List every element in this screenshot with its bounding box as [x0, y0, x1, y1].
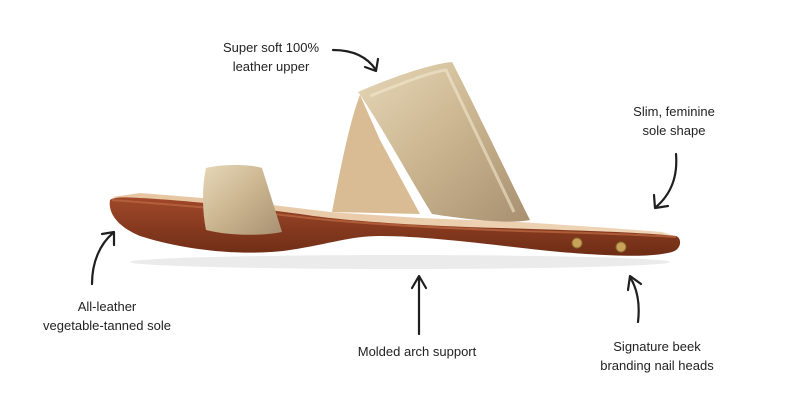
callout-sole-shape-line2: sole shape	[642, 123, 706, 138]
ground-shadow	[130, 255, 670, 269]
callout-arch-line1: Molded arch support	[357, 344, 477, 359]
callout-tanned-sole-line1: All-leather	[77, 299, 137, 314]
nail-head	[571, 237, 583, 249]
arrow-tanned-sole	[90, 230, 116, 286]
callout-upper-line2: leather upper	[232, 59, 310, 74]
arrow-upper	[331, 48, 380, 73]
sole-top-edge	[111, 199, 677, 238]
callout-upper-line1: Super soft 100%	[222, 40, 320, 55]
arrow-nail-heads	[626, 274, 643, 324]
callout-nail-heads-line2: branding nail heads	[600, 358, 714, 373]
nail-head	[615, 241, 627, 253]
arrow-arch	[410, 274, 428, 336]
callout-nail-heads-line1: Signature beek	[613, 339, 701, 354]
callout-arch: Molded arch support	[322, 342, 512, 361]
arrow-sole-shape	[652, 152, 678, 210]
callout-upper: Super soft 100% leather upper	[196, 38, 346, 76]
main-strap-inner	[332, 95, 420, 214]
main-strap	[358, 62, 530, 222]
toe-strap	[203, 165, 282, 235]
callout-sole-shape: Slim, feminine sole shape	[594, 102, 754, 140]
callout-tanned-sole: All-leather vegetable-tanned sole	[22, 297, 192, 335]
callout-nail-heads: Signature beek branding nail heads	[572, 337, 742, 375]
callout-tanned-sole-line2: vegetable-tanned sole	[43, 318, 171, 333]
callout-sole-shape-line1: Slim, feminine	[633, 104, 715, 119]
main-strap-highlight	[369, 68, 516, 213]
